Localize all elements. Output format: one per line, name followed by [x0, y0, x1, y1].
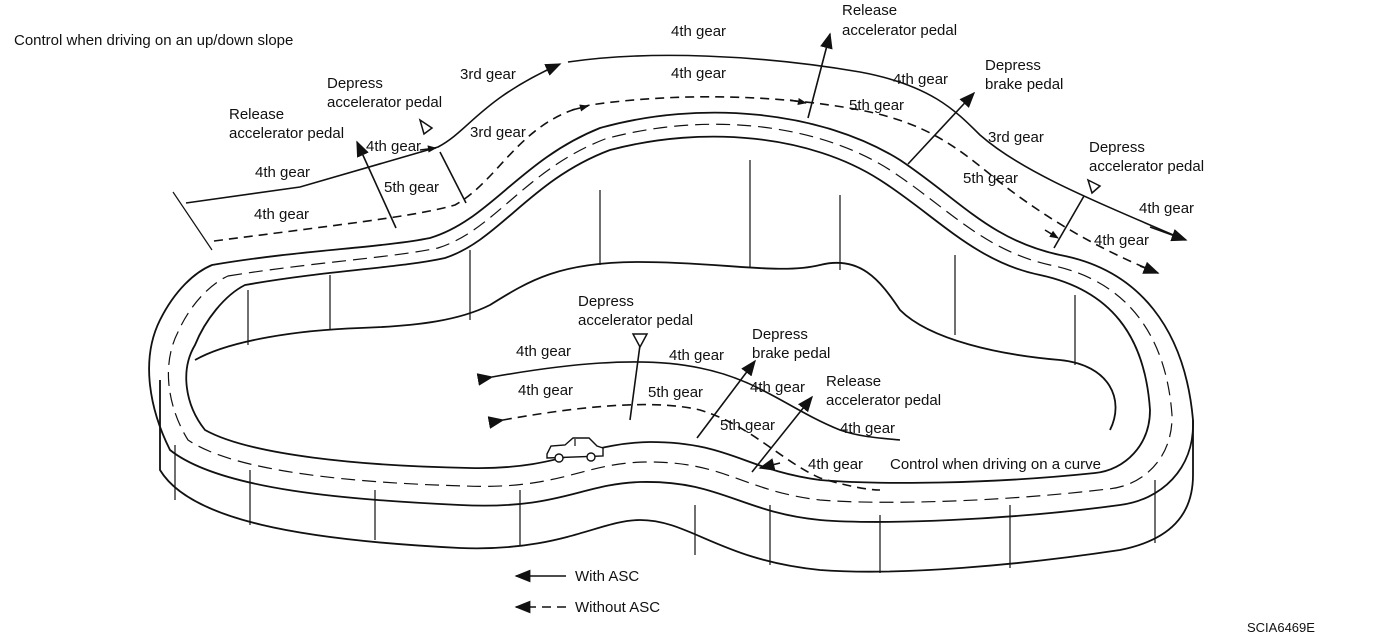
depress-accel-top-triangle	[418, 118, 434, 136]
depress-brake-top-marker	[907, 91, 976, 165]
curve-dash-5th-b: 5th gear	[720, 417, 775, 434]
legend-with-asc-label: With ASC	[575, 568, 639, 585]
slope-route-without-asc	[213, 96, 1159, 274]
curve-solid-4th-small: 4th gear	[750, 379, 805, 396]
curve-depress-brake-label-1: Depress	[752, 326, 808, 343]
depress-brake-top-label-1: Depress	[985, 57, 1041, 74]
curve-dash-4th-start: 4th gear	[808, 456, 863, 473]
arrow-dash-4th	[1044, 229, 1059, 239]
release-accel-top-marker	[807, 32, 833, 119]
track-lane-marking	[167, 123, 1173, 503]
slope-route-with-asc	[185, 63, 562, 204]
curve-routes	[476, 333, 901, 491]
slope-dash-3rd: 3rd gear	[470, 124, 526, 141]
slope-solid-4th-top: 4th gear	[671, 23, 726, 40]
slope-start-marker	[172, 191, 213, 251]
slope-route-with-asc-2	[567, 54, 1186, 241]
depress-accel-top-marker	[439, 151, 467, 204]
curve-caption: Control when driving on a curve	[890, 456, 1101, 473]
arrow-4th-gear-small	[419, 145, 437, 153]
release-accel-left-label-1: Release	[229, 106, 284, 123]
slope-solid-4th-c: 4th gear	[893, 71, 948, 88]
curve-arrow-4th	[758, 458, 781, 471]
curve-release-accel-label-2: accelerator pedal	[826, 392, 941, 409]
curve-dash-4th-end: 4th gear	[518, 382, 573, 399]
slope-routes	[172, 32, 1188, 274]
curve-solid-4th-start: 4th gear	[840, 420, 895, 437]
slope-solid-4th-end: 4th gear	[1139, 200, 1194, 217]
curve-depress-accel-triangle	[631, 333, 649, 349]
legend	[514, 569, 566, 614]
curve-dash-5th-a: 5th gear	[648, 384, 703, 401]
track-base	[159, 380, 1194, 573]
depress-brake-top-label-2: brake pedal	[985, 76, 1063, 93]
curve-solid-4th-end: 4th gear	[516, 343, 571, 360]
slope-route-without-asc-arrow	[1139, 261, 1160, 274]
release-accel-left-label-2: accelerator pedal	[229, 125, 344, 142]
track-inner-edge	[185, 135, 1151, 484]
slope-solid-3rd-b: 3rd gear	[988, 129, 1044, 146]
curve-depress-accel-marker	[629, 344, 641, 421]
slope-solid-4th-b: 4th gear	[366, 138, 421, 155]
slope-solid-3rd-a: 3rd gear	[460, 66, 516, 83]
release-accel-top-label-1: Release	[842, 2, 897, 19]
labels: Control when driving on an up/down slope…	[14, 2, 1315, 634]
arrow-dash-5th	[789, 97, 807, 106]
curve-route-with-asc	[476, 361, 901, 441]
depress-accel-right-label-1: Depress	[1089, 139, 1145, 156]
wall-posts	[174, 160, 1156, 573]
curve-depress-brake-marker	[696, 359, 756, 439]
curve-route-without-asc	[487, 403, 881, 491]
depress-accel-top-label-2: accelerator pedal	[327, 94, 442, 111]
infield-edge	[194, 261, 1117, 431]
slope-solid-4th-a: 4th gear	[255, 164, 310, 181]
curve-solid-4th-mid: 4th gear	[669, 347, 724, 364]
figure-code: SCIA6469E	[1247, 620, 1315, 634]
slope-dash-5th-a: 5th gear	[384, 179, 439, 196]
slope-caption: Control when driving on an up/down slope	[14, 32, 293, 49]
slope-dash-5th-c: 5th gear	[963, 170, 1018, 187]
depress-accel-right-label-2: accelerator pedal	[1089, 158, 1204, 175]
slope-dash-5th-b: 5th gear	[849, 97, 904, 114]
depress-accel-right-marker	[1053, 195, 1085, 249]
depress-accel-right-triangle	[1086, 178, 1102, 195]
slope-dash-4th-end: 4th gear	[1094, 232, 1149, 249]
depress-accel-top-label-1: Depress	[327, 75, 383, 92]
arrow-dash-3rd	[571, 104, 589, 112]
slope-dash-4th-top: 4th gear	[671, 65, 726, 82]
car-icon	[546, 437, 604, 463]
curve-depress-accel-label-2: accelerator pedal	[578, 312, 693, 329]
slope-dash-4th-a: 4th gear	[254, 206, 309, 223]
curve-depress-accel-label-1: Depress	[578, 293, 634, 310]
slope-route-with-asc-arrow	[1149, 226, 1188, 242]
track-outer-edge	[148, 111, 1194, 523]
test-track	[148, 111, 1194, 573]
release-accel-left-marker	[356, 140, 397, 229]
curve-depress-brake-label-2: brake pedal	[752, 345, 830, 362]
legend-without-asc-label: Without ASC	[575, 599, 660, 616]
release-accel-top-label-2: accelerator pedal	[842, 22, 957, 39]
curve-release-accel-label-1: Release	[826, 373, 881, 390]
curve-release-accel-marker	[751, 395, 813, 473]
